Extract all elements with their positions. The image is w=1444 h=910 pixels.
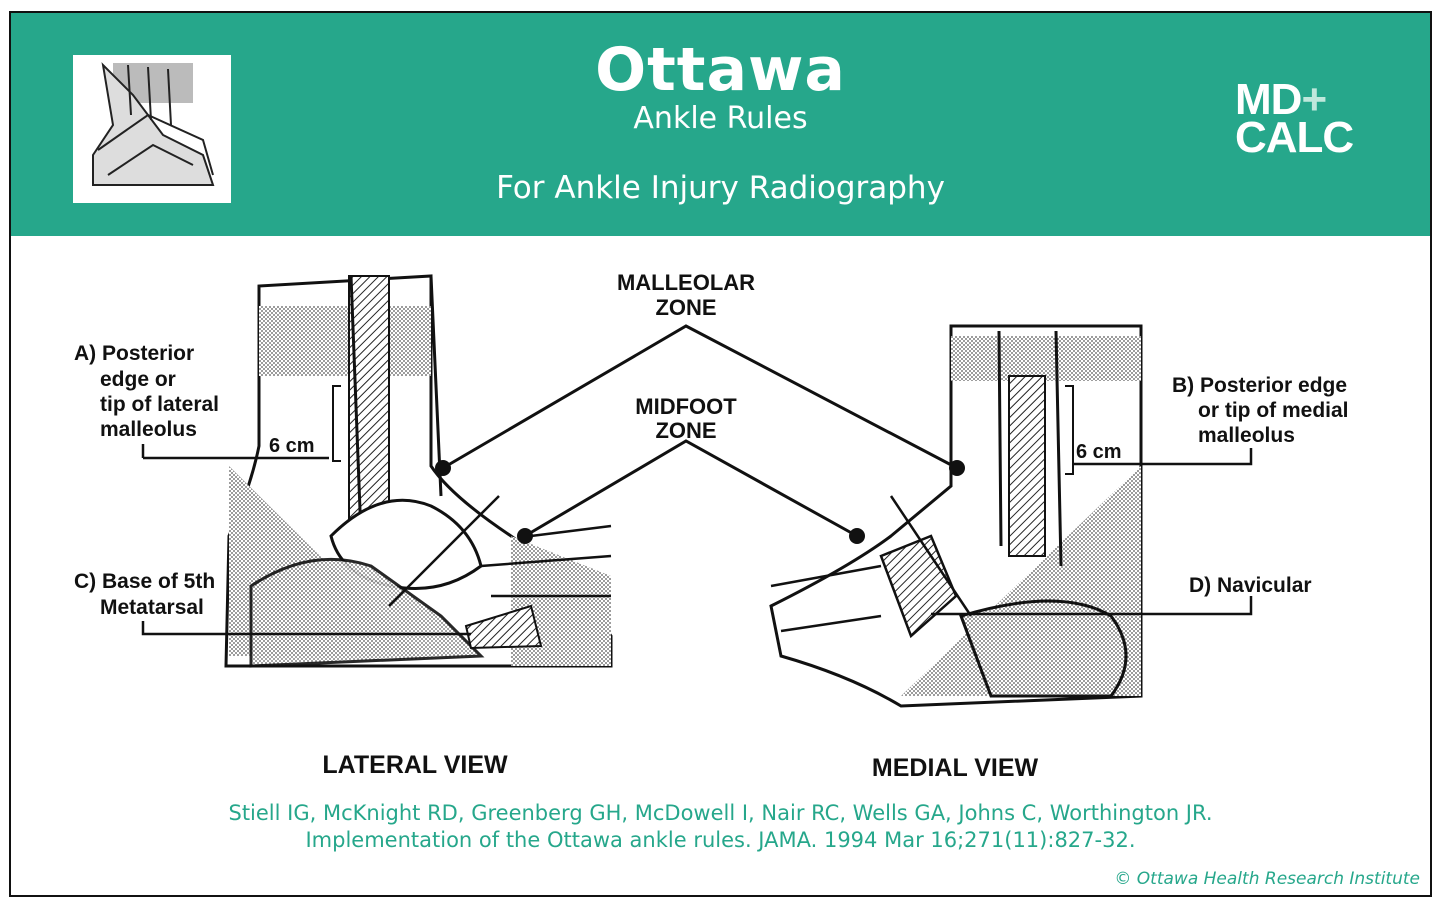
header-banner: Ottawa Ankle Rules For Ankle Injury Radi… bbox=[11, 13, 1430, 236]
copyright: © Ottawa Health Research Institute bbox=[1114, 869, 1420, 889]
logo-md: MD bbox=[1235, 75, 1302, 124]
label-c-line2: Metatarsal bbox=[100, 596, 204, 619]
logo-plus: + bbox=[1301, 75, 1327, 124]
zone-pointer-lines bbox=[435, 324, 965, 544]
medial-view-label: MEDIAL VIEW bbox=[872, 754, 1039, 782]
label-a-line2: edge or bbox=[100, 368, 176, 391]
card-frame: Ottawa Ankle Rules For Ankle Injury Radi… bbox=[9, 11, 1432, 897]
malleolar-point-right bbox=[949, 460, 965, 476]
malleolar-zone-label-1: MALLEOLAR bbox=[617, 270, 755, 295]
label-a-line4: malleolus bbox=[100, 418, 197, 441]
mdcalc-logo: MD+ CALC bbox=[1235, 78, 1354, 162]
label-b-line1: B) Posterior edge bbox=[1172, 374, 1347, 397]
measure-right: 6 cm bbox=[1076, 441, 1122, 463]
page-subtitle: Ankle Rules bbox=[633, 101, 808, 136]
label-b-line2: or tip of medial bbox=[1198, 399, 1349, 422]
ankle-diagram: MALLEOLAR ZONE MIDFOOT ZONE A) Posterior… bbox=[74, 270, 1349, 782]
measure-left: 6 cm bbox=[269, 435, 315, 457]
midfoot-point-left bbox=[517, 528, 533, 544]
lateral-view-label: LATERAL VIEW bbox=[322, 751, 508, 779]
medial-foot-drawing bbox=[769, 324, 1253, 708]
midfoot-zone-label-2: ZONE bbox=[655, 418, 716, 443]
label-a-line1: A) Posterior bbox=[74, 342, 194, 365]
logo-calc: CALC bbox=[1235, 113, 1354, 162]
midfoot-point-right bbox=[849, 528, 865, 544]
ankle-thumbnail-image bbox=[73, 55, 231, 203]
label-b-line3: malleolus bbox=[1198, 424, 1295, 447]
lateral-foot-drawing bbox=[141, 274, 613, 668]
label-d: D) Navicular bbox=[1189, 574, 1312, 597]
label-c-line1: C) Base of 5th bbox=[74, 570, 215, 593]
malleolar-zone-label-2: ZONE bbox=[655, 295, 716, 320]
page-tagline: For Ankle Injury Radiography bbox=[496, 170, 945, 206]
page-title: Ottawa bbox=[595, 35, 846, 105]
malleolar-point-left bbox=[435, 460, 451, 476]
citation-line1: Stiell IG, McKnight RD, Greenberg GH, Mc… bbox=[228, 801, 1213, 825]
citation-line2: Implementation of the Ottawa ankle rules… bbox=[305, 828, 1136, 852]
label-a-line3: tip of lateral bbox=[100, 393, 219, 416]
midfoot-zone-label-1: MIDFOOT bbox=[635, 394, 737, 419]
